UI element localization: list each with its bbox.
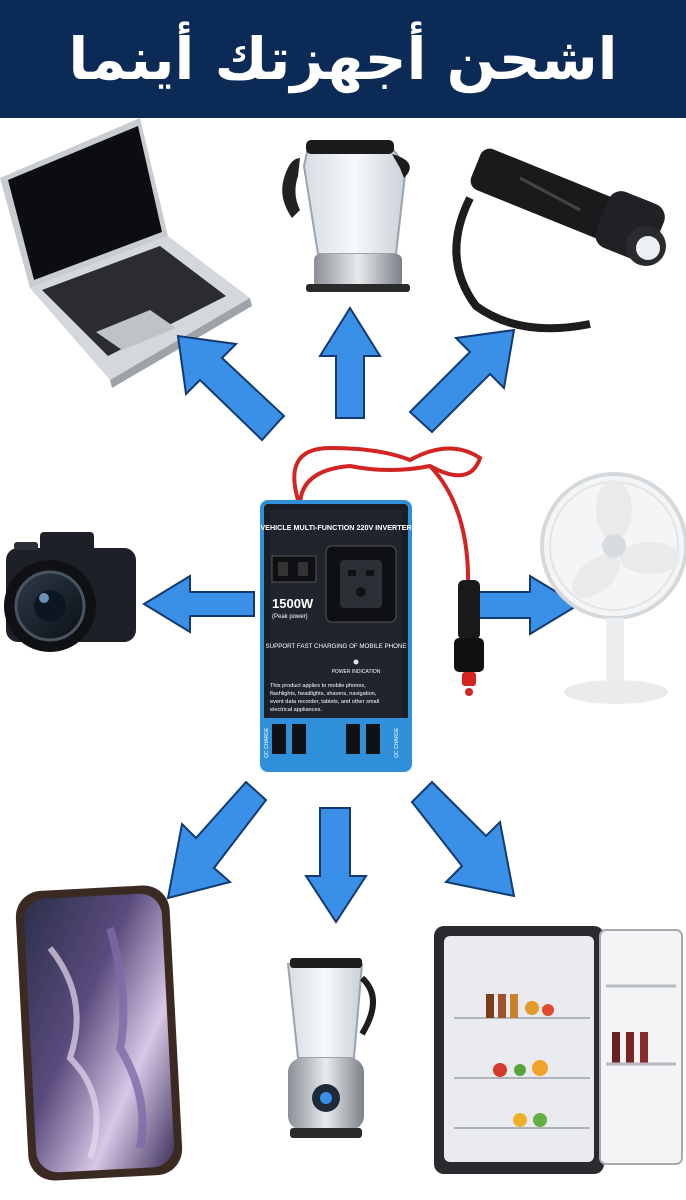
usb-port <box>346 724 360 754</box>
arrows <box>142 306 580 924</box>
usb-port <box>292 724 306 754</box>
fan-icon <box>540 472 686 704</box>
inverter-desc-4: electrical appliances. <box>270 707 322 713</box>
arrow-to-kettle <box>318 306 382 419</box>
diagram-canvas: VEHICLE MULTI-FUNCTION 220V INVERTER 150… <box>0 118 686 1181</box>
phone-icon <box>15 885 183 1181</box>
inverter-power-note: (Peak power) <box>272 614 308 620</box>
inverter-indicator: POWER INDICATION <box>332 669 381 675</box>
arrow-to-camera <box>142 574 255 634</box>
fridge-icon <box>434 926 683 1174</box>
devices-diagram: VEHICLE MULTI-FUNCTION 220V INVERTER 150… <box>0 118 686 1200</box>
qc-left-label: QC CHARGE <box>264 727 270 758</box>
camera-icon <box>4 532 136 652</box>
inverter-fast-charge: SUPPORT FAST CHARGING OF MOBILE PHONE <box>266 643 407 650</box>
power-indicator-led <box>353 659 359 665</box>
inverter: VEHICLE MULTI-FUNCTION 220V INVERTER 150… <box>260 500 412 772</box>
inverter-desc-1: This product applies to mobile phones, <box>270 683 366 689</box>
cigarette-plug <box>454 580 484 696</box>
arrow-to-fridge <box>410 780 516 898</box>
arrow-to-phone <box>166 780 268 900</box>
arrow-to-blender <box>304 807 368 924</box>
laptop-icon <box>0 118 252 388</box>
usb-port <box>272 724 286 754</box>
power-cable <box>292 445 483 589</box>
arrow-to-flashlight <box>408 328 516 434</box>
inverter-power: 1500W <box>272 596 314 611</box>
flashlight-icon <box>452 148 666 333</box>
inverter-desc-2: flashlights, headlights, shavers, naviga… <box>270 691 377 697</box>
blender-icon <box>286 958 376 1138</box>
kettle-icon <box>282 140 410 292</box>
title-banner: اشحن أجهزتك أينما كنت! <box>0 0 686 183</box>
arrow-to-laptop <box>176 334 286 442</box>
inverter-heading: VEHICLE MULTI-FUNCTION 220V INVERTER <box>260 523 412 532</box>
inverter-desc-3: event data recorder, tablets, and other … <box>270 699 379 705</box>
usb-port <box>366 724 380 754</box>
qc-right-label: QC CHARGE <box>394 727 400 758</box>
